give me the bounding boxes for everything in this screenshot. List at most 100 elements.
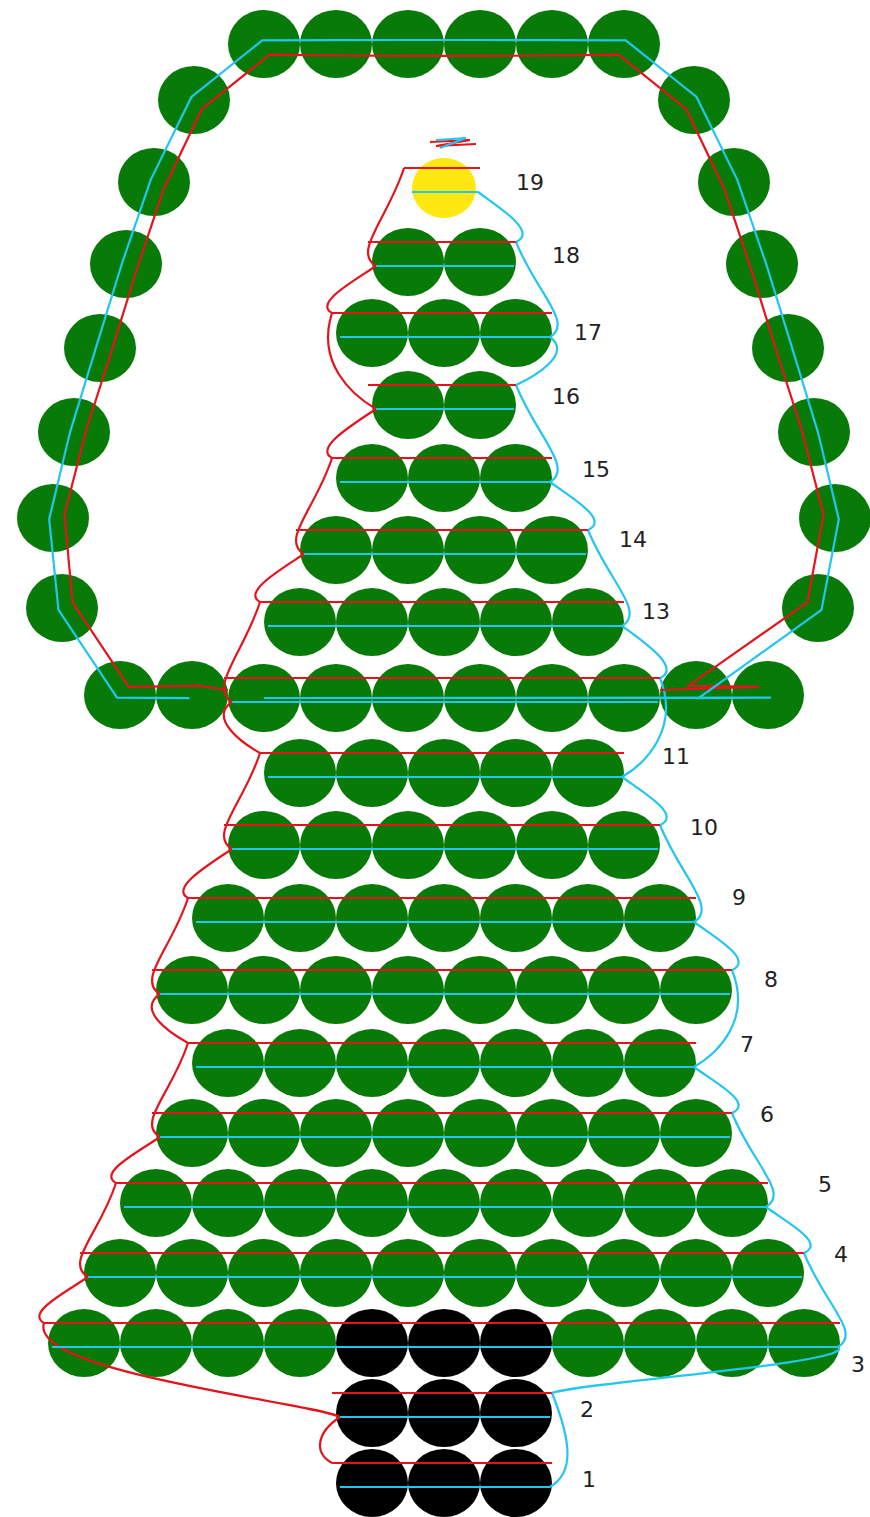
bead xyxy=(64,314,136,382)
bead xyxy=(300,516,372,584)
thread xyxy=(694,970,738,1067)
bead xyxy=(588,956,660,1024)
thread xyxy=(224,702,260,753)
row-number: 2 xyxy=(580,1397,594,1423)
thread xyxy=(694,1067,739,1113)
row-number: 10 xyxy=(690,815,718,841)
bead xyxy=(552,1169,624,1237)
bead xyxy=(660,956,732,1024)
bead xyxy=(624,1169,696,1237)
row-number: 4 xyxy=(834,1242,848,1268)
row-number: 14 xyxy=(619,527,647,553)
bead xyxy=(480,1029,552,1097)
row-number: 11 xyxy=(662,744,690,770)
bead xyxy=(336,1169,408,1237)
bead xyxy=(480,588,552,656)
bead xyxy=(228,956,300,1024)
thread xyxy=(332,1392,552,1394)
thread xyxy=(268,625,622,627)
bead xyxy=(660,1239,732,1307)
bead xyxy=(372,1239,444,1307)
thread xyxy=(188,1042,696,1044)
bead xyxy=(156,661,228,729)
thread xyxy=(80,1183,116,1277)
bead xyxy=(336,1029,408,1097)
row-number: 15 xyxy=(582,457,610,483)
row-number: 19 xyxy=(516,170,544,196)
bead xyxy=(444,1099,516,1167)
bead xyxy=(480,739,552,807)
thread xyxy=(49,40,839,698)
bead xyxy=(192,1029,264,1097)
bead xyxy=(588,1239,660,1307)
thread xyxy=(111,1137,160,1183)
thread xyxy=(196,921,694,923)
thread xyxy=(368,384,516,386)
bead xyxy=(372,1099,444,1167)
thread xyxy=(340,481,550,483)
thread xyxy=(516,337,557,385)
thread xyxy=(340,1416,550,1418)
bead xyxy=(408,444,480,512)
bead xyxy=(90,230,162,298)
thread xyxy=(550,1393,568,1487)
bead xyxy=(264,1309,336,1377)
bead xyxy=(17,484,89,552)
bead xyxy=(480,884,552,952)
thread xyxy=(232,701,658,703)
bead xyxy=(660,1099,732,1167)
bead xyxy=(726,230,798,298)
bead xyxy=(38,398,110,466)
bead xyxy=(336,444,408,512)
thread xyxy=(260,601,624,603)
thread xyxy=(516,242,558,337)
bead xyxy=(192,1169,264,1237)
thread xyxy=(622,678,666,777)
bead xyxy=(300,956,372,1024)
thread xyxy=(232,848,658,850)
bead xyxy=(480,299,552,367)
thread xyxy=(340,336,550,338)
bead xyxy=(444,956,516,1024)
thread xyxy=(304,553,586,555)
thread xyxy=(404,167,480,169)
bead xyxy=(444,10,516,78)
bead xyxy=(336,588,408,656)
bead xyxy=(336,884,408,952)
thread xyxy=(622,777,667,825)
row-number: 3 xyxy=(851,1352,865,1378)
thread xyxy=(327,409,376,458)
bead xyxy=(516,516,588,584)
bead xyxy=(588,10,660,78)
thread xyxy=(188,897,696,899)
bead xyxy=(552,884,624,952)
bead xyxy=(192,884,264,952)
thread xyxy=(160,1136,730,1138)
row-number: 18 xyxy=(552,243,580,269)
bead xyxy=(84,661,156,729)
thread xyxy=(804,1253,846,1347)
bead xyxy=(372,371,444,439)
thread xyxy=(224,602,260,702)
bead xyxy=(444,228,516,296)
bead xyxy=(264,739,336,807)
row-number: 16 xyxy=(552,384,580,410)
thread xyxy=(332,457,552,459)
thread xyxy=(436,138,466,148)
thread xyxy=(224,824,660,826)
bead xyxy=(516,1099,588,1167)
row-number: 17 xyxy=(574,320,602,346)
thread xyxy=(260,752,624,754)
bead xyxy=(300,811,372,879)
thread xyxy=(327,266,376,313)
thread xyxy=(376,265,514,267)
thread xyxy=(152,969,732,971)
thread xyxy=(412,191,478,193)
bead xyxy=(444,1239,516,1307)
thread xyxy=(552,1347,839,1393)
thread xyxy=(52,1346,838,1348)
bead xyxy=(192,1309,264,1377)
thread xyxy=(376,408,514,410)
row-number: 7 xyxy=(740,1032,754,1058)
bead xyxy=(408,299,480,367)
